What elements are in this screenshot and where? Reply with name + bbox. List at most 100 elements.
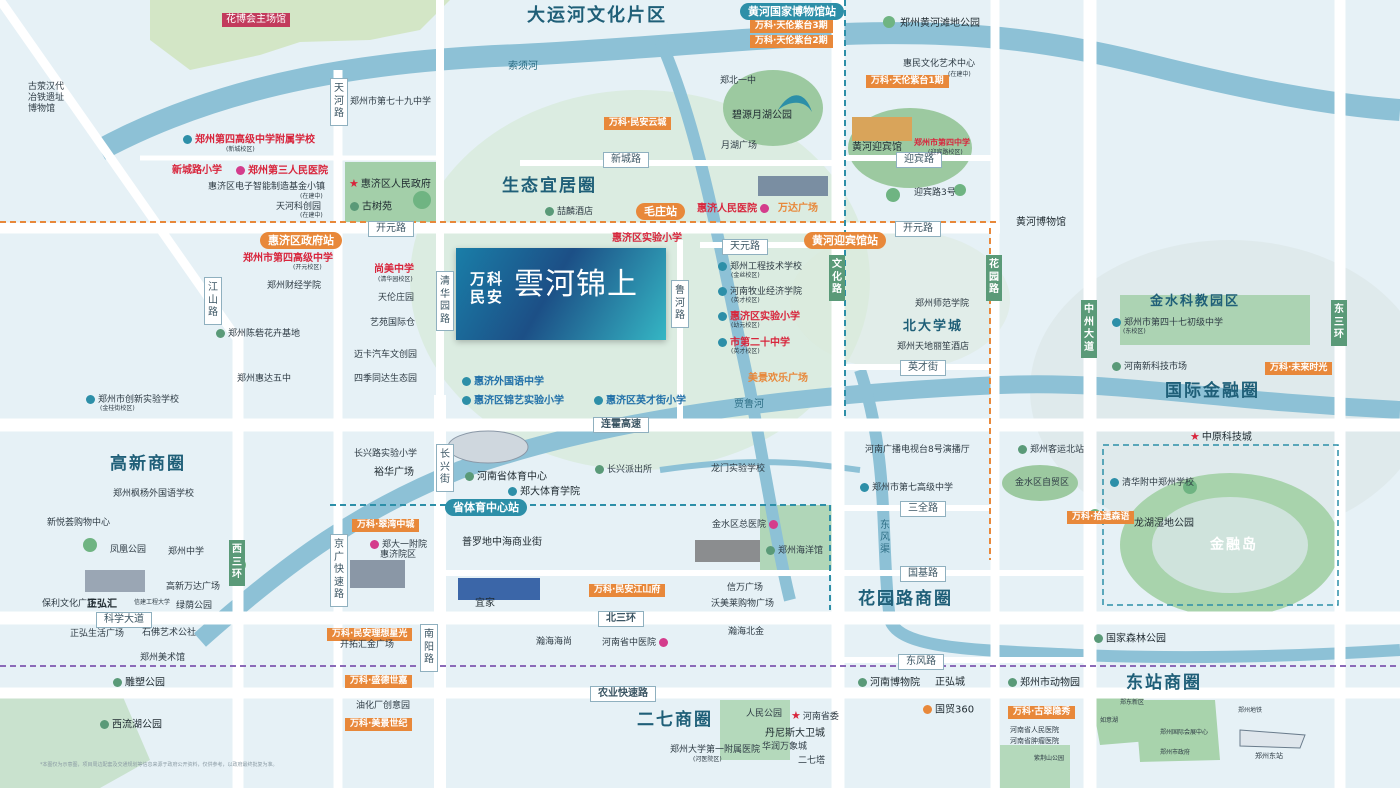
- poi-zh-metro: 郑州地铁: [1238, 707, 1263, 714]
- poi-zz47-sub: (东校区): [1123, 328, 1146, 335]
- vanke-gucui[interactable]: 万科·古翠隐秀: [1008, 706, 1076, 719]
- vanke-meijing[interactable]: 万科·美景世纪: [345, 718, 413, 731]
- poi-henan-bwy: 河南博物院: [858, 678, 920, 689]
- poi-yingbin3: 迎宾路3号: [914, 188, 956, 198]
- zhenghong-building: [85, 570, 145, 592]
- poi-huanghe-tdgy: 郑州黄河滩地公园: [900, 18, 980, 29]
- vanke-tianlun1[interactable]: 万科·天伦紫台1期: [866, 75, 949, 88]
- vanke-lixiang[interactable]: 万科·民安理想星光: [327, 628, 413, 641]
- yingbin-building: [852, 117, 912, 141]
- poi-sijiliu: 四季同达生态园: [354, 374, 418, 384]
- station-huanghe-yingbin[interactable]: 黄河迎宾馆站: [804, 232, 886, 249]
- station-huanghe-museum[interactable]: 黄河国家博物馆站: [740, 3, 844, 20]
- zone-dayun: 大运河文化片区: [527, 5, 667, 26]
- poi-huiji-rmyy: 惠济人民医院: [697, 204, 772, 215]
- poi-zztd: 郑州天地丽笙酒店: [897, 342, 970, 352]
- poi-zhengda: 郑大体育学院: [508, 487, 580, 498]
- road-xisanhuan: 西三环: [229, 540, 245, 586]
- vanke-weilai[interactable]: 万科·未来时光: [1265, 362, 1333, 375]
- road-tianyuan: 天元路: [722, 239, 768, 255]
- vanke-yunan[interactable]: 万科·民安云城: [604, 117, 672, 130]
- poi-henanmy-sub: (英才校区): [731, 297, 760, 304]
- poi-zhengda1-sub: (河医院区): [693, 756, 722, 763]
- poi-yuhua: 裕华广场: [374, 467, 414, 478]
- road-dongfengqu: 东风渠: [880, 520, 890, 555]
- zijing-park: [1000, 745, 1070, 788]
- poi-changxing-sy: 长兴路实验小学: [354, 449, 418, 459]
- jinrong-border: [1102, 444, 1339, 606]
- road-dongsanhuan: 东三环: [1331, 300, 1347, 346]
- poi-henan-xkj: 河南新科技市场: [1112, 362, 1187, 372]
- road-nanyang: 南阳路: [420, 624, 438, 672]
- poi-zz4zx: 郑州市第四中学: [914, 138, 970, 147]
- poi-zz4gz-ky: 郑州市第四高级中学: [243, 253, 333, 264]
- vanke-shengde[interactable]: 万科·盛德世嘉: [345, 675, 413, 688]
- poi-gurong: 古荥汉代冶铁遗址博物馆: [28, 82, 65, 114]
- poi-hanhai-hs: 瀚海海尚: [536, 637, 573, 647]
- poi-zhengda1fy-sub: 惠济院区: [380, 550, 417, 560]
- project-brand: 万科民安: [470, 270, 505, 306]
- poi-ruyi: 如意湖: [1100, 717, 1119, 724]
- road-yingcai: 英才街: [900, 360, 946, 376]
- vanke-shiyue[interactable]: 万科·拾遗森语: [1067, 511, 1135, 524]
- poi-huiji-jy: 惠济区锦艺实验小学: [462, 396, 564, 407]
- zone-huayuan: 花园路商圈: [858, 589, 953, 609]
- dongfeng-canal: [654, 37, 796, 602]
- jinshui-mq: [1002, 465, 1078, 501]
- zone-jinrongdao: 金融岛: [1210, 537, 1258, 553]
- poi-huanghe-ybg: 黄河迎宾馆: [852, 142, 902, 153]
- poi-guojia-sl: 国家森林公园: [1094, 634, 1166, 645]
- poi-huiji-rmzf: ★惠济区人民政府: [349, 177, 431, 190]
- poi-huiji-yc: 惠济区英才街小学: [594, 396, 686, 407]
- road-xincheng: 新城路: [603, 152, 649, 168]
- poi-maika: 迈卡汽车文创园: [354, 350, 418, 360]
- poi-yuehu-gc: 月湖广场: [721, 141, 758, 151]
- xiliuhu-park: [0, 690, 150, 788]
- road-jiangshan: 江山路: [204, 277, 222, 325]
- poi-zzcx-sub: (金桂街校区): [100, 405, 135, 412]
- poi-zz4fz-sub: (新城校区): [226, 146, 255, 153]
- vanke-jiangshanfu[interactable]: 万科·民安江山府: [589, 584, 666, 597]
- poi-yixian: 艺苑国际仓: [370, 318, 416, 328]
- poi-baoli: 保利文化广场: [42, 599, 97, 609]
- poi-biyuan: 碧源月湖公园: [732, 110, 792, 121]
- road-kaiyuan-e: 开元路: [895, 221, 941, 237]
- vanke-cuiwan[interactable]: 万科·翠湾中城: [352, 519, 420, 532]
- poi-zztd-e: 郑州市政府: [1160, 749, 1191, 756]
- poi-chenzhai: 郑州陈砦花卉基地: [216, 329, 300, 339]
- poi-zhelin: 喆麟酒店: [545, 207, 593, 217]
- poi-shiying: 石佛艺术公社: [142, 628, 197, 638]
- poi-xinwan: 信万广场: [727, 583, 764, 593]
- vanke-tianlun2[interactable]: 万科·天伦紫台2期: [750, 35, 833, 48]
- yuehu-icon: [778, 95, 812, 112]
- road-guoji: 国基路: [900, 566, 946, 582]
- dongzhan-park: [1135, 700, 1220, 762]
- poi-huarun: 华润万象城: [762, 742, 808, 752]
- poi-henan-dsb: 河南广播电视台8号演播厅: [865, 445, 970, 455]
- poi-jinshui-zy: 金水区总医院: [712, 520, 781, 530]
- poi-kaituo: 开拓汇金广场: [340, 640, 395, 650]
- poi-huiji-syxx2-sub: (幼元校区): [731, 322, 760, 329]
- poi-zz-dongzhan: 郑州东站: [1255, 752, 1283, 760]
- station-huiji-gov[interactable]: 惠济区政府站: [260, 232, 342, 249]
- road-luhe: 鲁河路: [671, 280, 689, 328]
- poi-zijing: 紫荆山公园: [1034, 755, 1065, 762]
- poi-wolaimei: 沃美莱购物广场: [711, 599, 775, 609]
- vanke-tianlun3[interactable]: 万科·天伦紫台3期: [750, 20, 833, 33]
- poi-xinyuan: 新悦荟购物中心: [47, 518, 111, 528]
- station-tiyu[interactable]: 省体育中心站: [445, 499, 527, 516]
- poi-huiji-zn: 惠济区电子智能制造基金小镇: [208, 182, 326, 192]
- poi-zhenghong: 正弘汇: [87, 599, 117, 610]
- road-beisanhuan: 北三环: [598, 611, 644, 627]
- station-maozhuang[interactable]: 毛庄站: [636, 203, 685, 220]
- zone-jinshui: 金水科教园区: [1150, 294, 1241, 309]
- project-card[interactable]: 万科民安 雲河锦上: [456, 248, 666, 340]
- poi-zhongyuan-kj: ★中原科技城: [1190, 430, 1252, 443]
- zhengda-building: [350, 560, 405, 588]
- poi-jinshui-mq: 金水区自贸区: [1015, 478, 1070, 488]
- dongfeng-canal-s: [854, 368, 1400, 664]
- zone-gaoxin: 高新商圈: [110, 454, 186, 474]
- poi-zz4gz-ky-sub: (开元校区): [293, 264, 322, 271]
